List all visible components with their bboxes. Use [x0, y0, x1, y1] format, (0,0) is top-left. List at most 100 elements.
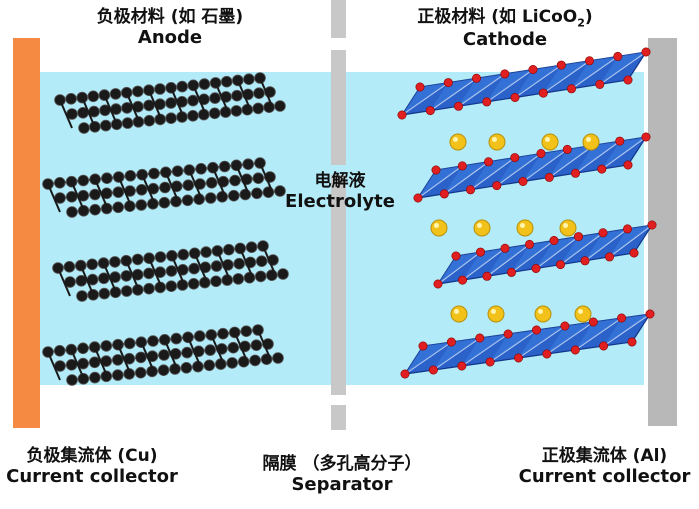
carbon-atom	[239, 188, 252, 201]
separator-pore-edge	[331, 116, 346, 131]
octahedron-face	[518, 326, 565, 358]
octahedron-face	[575, 318, 622, 350]
lithium-ion-highlight	[578, 309, 583, 314]
carbon-atom	[200, 246, 212, 258]
anode-label: 负极材料 (如 石墨) Anode	[70, 7, 270, 48]
lithium-ions	[430, 133, 600, 323]
octahedron-face	[490, 330, 537, 362]
octahedron-face	[560, 232, 603, 265]
oxygen-atom	[428, 365, 438, 375]
carbon-atom	[88, 356, 101, 369]
carbon-atom	[218, 160, 231, 173]
carbon-atom	[243, 73, 255, 85]
lithium-ion	[430, 219, 448, 237]
carbon-atom	[101, 172, 113, 185]
oxygen-atom	[556, 60, 566, 70]
oxygen-atom	[542, 349, 552, 359]
carbon-atom	[65, 93, 77, 105]
carbon-atom	[231, 89, 243, 102]
carbon-atom	[208, 107, 221, 120]
oxygen-atom	[623, 75, 633, 85]
carbon-atom	[193, 330, 206, 342]
carbon-atom	[205, 177, 218, 189]
oxygen-atom	[588, 317, 598, 327]
carbon-atom	[157, 364, 170, 377]
octahedron-face	[546, 322, 594, 354]
separator-segment	[331, 50, 346, 165]
oxygen-atom	[500, 243, 510, 253]
oxygen-atom	[641, 132, 651, 142]
octahedron-face	[470, 157, 515, 190]
lithium-ion	[449, 133, 467, 151]
oxygen-atom	[615, 136, 625, 146]
carbon-atom	[263, 101, 275, 113]
carbon-atom	[204, 344, 217, 356]
interlayer-bond	[259, 162, 273, 192]
interlayer-bond	[125, 260, 140, 290]
octahedron-face	[418, 165, 463, 198]
carbon-atom	[241, 103, 254, 116]
carbon-atom	[158, 196, 171, 209]
electrolyte-label-en: Electrolyte	[285, 190, 395, 212]
carbon-atom	[109, 256, 121, 268]
oxygen-atom	[566, 84, 576, 94]
interlayer-bond	[170, 255, 185, 285]
oxygen-atom	[443, 78, 453, 88]
separator-pore-edge	[331, 141, 346, 156]
octahedron-face	[438, 252, 481, 284]
lithium-ion-highlight	[538, 309, 543, 314]
carbon-atom	[171, 165, 184, 178]
oxygen-atom	[446, 337, 456, 347]
interlayer-bond	[262, 245, 276, 275]
carbon-atom	[253, 87, 265, 99]
carbon-atom	[165, 265, 178, 277]
oxygen-atom	[433, 279, 443, 289]
carbon-atom	[226, 357, 239, 369]
octahedron-face	[496, 153, 541, 186]
carbon-atom	[215, 358, 227, 370]
oxygen-atom	[531, 263, 541, 273]
oxygen-atom	[453, 101, 463, 111]
separator-segment	[331, 175, 346, 395]
lithium-ion	[487, 305, 505, 323]
octahedron-face	[571, 56, 618, 89]
lithium-ion	[541, 133, 559, 151]
carbon-atom	[110, 118, 123, 131]
lithium-ion-highlight	[454, 309, 459, 314]
carbon-atom	[147, 335, 159, 347]
lithium-ion-highlight	[586, 137, 591, 142]
interlayer-bond	[236, 80, 251, 109]
oxygen-atom	[560, 321, 570, 331]
carbon-atom	[158, 349, 170, 361]
interlayer-bond	[93, 346, 108, 376]
carbon-atom	[177, 248, 190, 261]
interlayer-bond	[103, 94, 118, 124]
lithium-ion-highlight	[492, 137, 497, 142]
oxygen-atom	[647, 220, 657, 230]
anode-current-collector	[13, 38, 40, 428]
octahedron-face	[430, 78, 477, 111]
oxygen-atom	[457, 275, 467, 285]
licoo2-cathode-layers	[397, 47, 657, 379]
octahedron-face	[461, 334, 509, 366]
carbon-atom	[230, 105, 243, 117]
carbon-atom	[176, 80, 189, 93]
oxygen-atom	[397, 110, 407, 120]
anode-collector-label: 负极集流体 (Cu) Current collector	[2, 446, 182, 487]
carbon-atom	[66, 374, 78, 386]
carbon-atom	[89, 121, 101, 133]
carbon-atom	[262, 186, 275, 199]
octahedron-face	[575, 141, 620, 174]
interlayer-bond	[188, 169, 203, 199]
interlayer-bond	[117, 344, 131, 374]
interlayer-bond	[148, 257, 163, 287]
oxygen-atom	[538, 88, 548, 98]
oxygen-atom	[604, 252, 614, 262]
carbon-atom	[237, 355, 250, 368]
carbon-atom	[203, 359, 216, 372]
carbon-atom	[89, 188, 101, 201]
cathode-label-en: Cathode	[462, 29, 548, 51]
lithium-ion	[534, 305, 552, 323]
oxygen-atom	[518, 177, 528, 187]
interlayer-bond	[59, 99, 73, 129]
